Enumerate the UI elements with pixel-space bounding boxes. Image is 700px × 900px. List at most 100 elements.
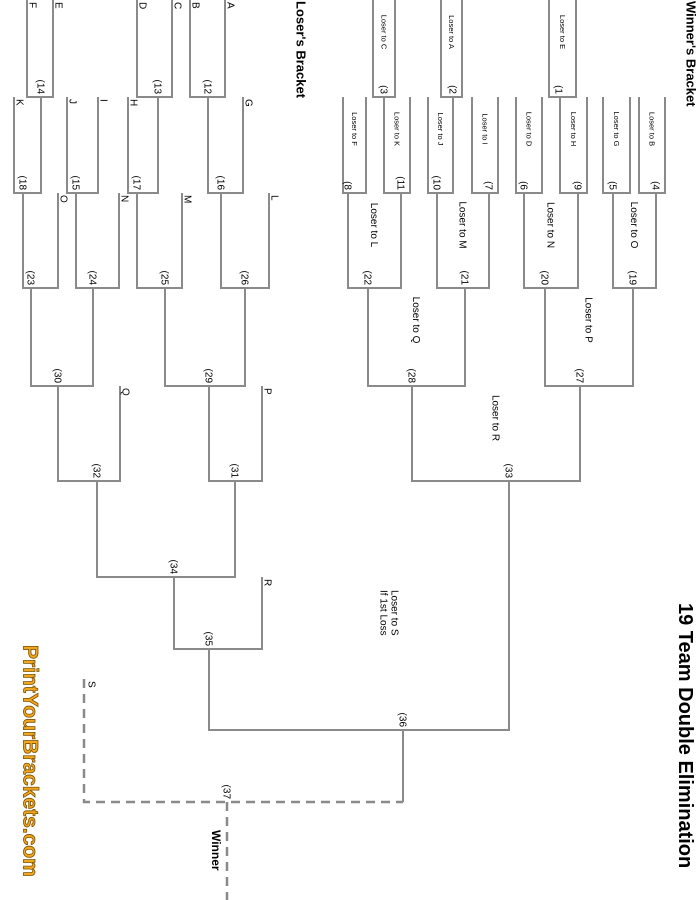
seed-label: G [243,99,254,107]
losers-match: (25 [136,193,183,289]
match-bracket-lines [30,288,94,387]
match-number: (10 [431,176,442,191]
match-number: (18 [17,176,28,191]
match-bracket-lines [136,0,173,98]
losers-match: (17 [127,97,159,194]
winners-match: Loser to O(19 [612,193,657,289]
match-number: (20 [539,271,550,286]
match-note: Loser to P [583,297,594,343]
match-bracket-lines [612,193,657,289]
losers-match: (26 [220,193,270,289]
match-number: (4 [650,181,661,190]
match-number: (28 [406,369,417,384]
match-number: (6 [518,181,529,190]
match-number: (23 [25,271,36,286]
match-number: (32 [91,464,102,479]
match-bracket-lines [471,97,499,194]
match-bracket-lines [164,288,246,387]
winners-match: Loser to D(6 [515,97,543,194]
winners-match: Loser to R (33 [411,386,581,482]
match-note: Loser to I [480,113,489,144]
match-number: (35 [203,632,214,647]
match-number: (8 [342,181,353,190]
logo: PrintYourBrackets.com [19,645,42,877]
match-number: (7 [483,181,494,190]
match-number: (26 [239,271,250,286]
final-note: If 1st Loss [378,590,389,636]
match-note: Loser to Q [410,297,421,344]
match-note: Loser to E [558,15,567,49]
winners-match: Loser to J (10 [427,97,454,194]
losers-match: (32 [57,386,121,482]
winners-bracket-heading: Winner's Bracket [683,1,698,107]
seed-label: I [98,99,109,102]
match-note: Loser to K [392,112,401,146]
losers-match: (23 [22,193,59,289]
losers-match: (16 [207,97,244,194]
match-note: Loser to B [647,112,656,146]
seed-label: N [119,195,130,202]
match-number: (1 [553,85,564,94]
match-number: (15 [70,176,81,191]
match-bracket-lines [136,193,183,289]
winners-match: Loser to P(27 [544,288,634,387]
match-bracket-lines [173,577,263,650]
losers-match: (12 [189,0,226,98]
match-bracket-lines [13,97,42,194]
match-number: (3 [378,85,389,94]
match-number: (16 [215,176,226,191]
match-bracket-lines [523,193,579,289]
seed-label: R [262,579,273,586]
match-bracket-lines [208,481,510,731]
match-number: (24 [87,271,98,286]
match-number: (14 [35,80,46,95]
seed-label: P [262,388,273,395]
if-necessary-match: (37 [82,679,403,900]
match-bracket-lines [548,0,577,98]
match-note: Loser to F [350,112,359,146]
match-number: (21 [459,271,470,286]
match-number: (30 [52,369,63,384]
match-bracket-lines [347,193,402,289]
winners-match: Loser to E (1 [548,0,577,98]
seed-label: B [190,2,201,9]
losers-bracket-heading: Loser's Bracket [293,1,308,99]
losers-match: (24 [75,193,120,289]
match-bracket-lines [602,97,631,194]
match-bracket-lines [22,193,59,289]
winners-match: Loser to B (4 [638,97,666,194]
match-bracket-lines [207,97,244,194]
match-note: Loser to C [379,15,388,50]
championship-match: (36 [208,481,510,802]
match-number: (36 [397,713,408,728]
match-bracket-lines [411,386,581,482]
match-bracket-lines [127,97,159,194]
winners-match: Loser to L(22 [347,193,402,289]
match-bracket-lines [96,481,236,578]
match-note: Loser to J [436,113,445,146]
match-number: (37 [221,785,232,800]
match-note: Loser to H [569,112,578,147]
match-number: (12 [202,80,213,95]
match-note: Loser to R [490,395,501,441]
match-number: (13 [152,80,163,95]
seed-label: L [269,195,280,201]
page-title: 19 Team Double Elimination [674,603,696,868]
losers-match: (15 [66,97,99,194]
final-note: Loser to S [389,590,400,636]
losers-match: (34 [96,481,236,578]
dashed-bracket-lines [82,679,403,804]
match-bracket-lines [436,193,490,289]
seed-label: A [225,2,236,9]
winners-match: Loser to A(2 [440,0,463,98]
winners-match: Loser to H(9 [559,97,588,194]
losers-match: (35 [173,577,263,650]
match-number: (33 [503,464,514,479]
seed-label: D [137,2,148,9]
seed-label: C [172,2,183,9]
losers-match: (29 [164,288,246,387]
match-note: Loser to A [447,15,456,49]
winners-match: Loser to C (3 [372,0,396,98]
match-number: (29 [203,369,214,384]
